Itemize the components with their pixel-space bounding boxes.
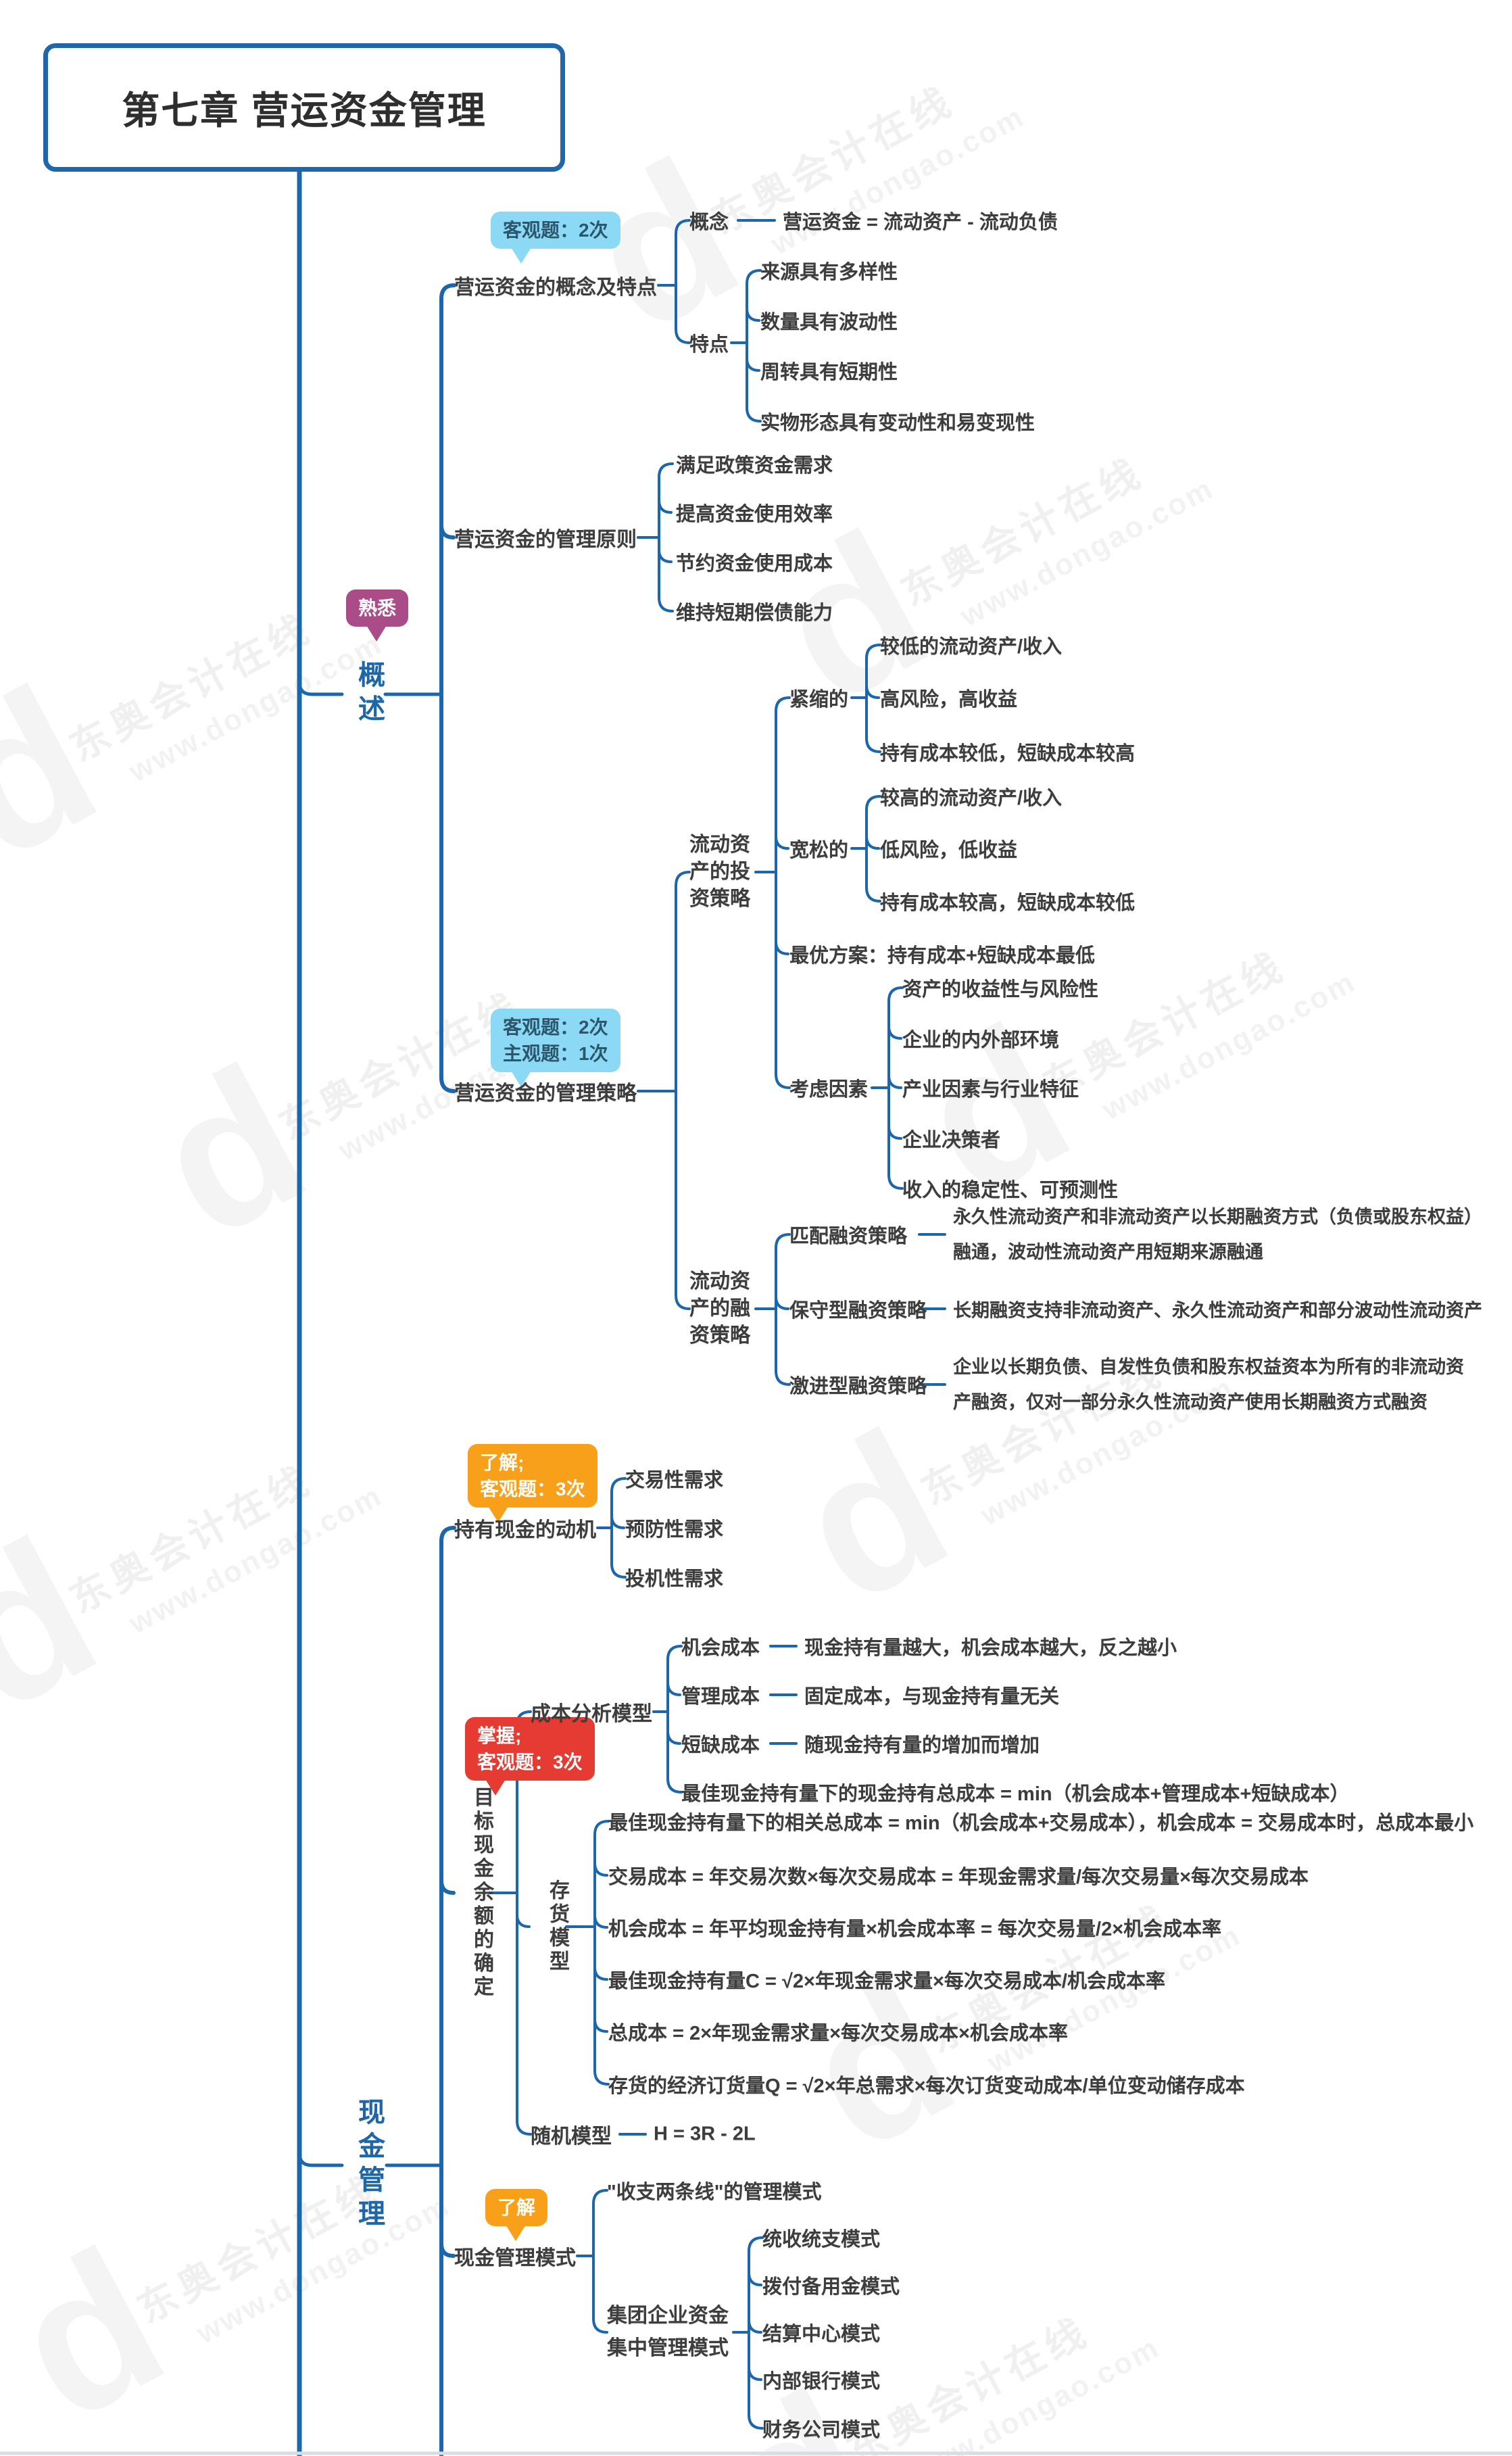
node-factor: 收入的稳定性、可预测性 — [902, 1180, 1119, 1201]
node-features-label: 特点 — [689, 334, 729, 356]
node-group-mode-item: 统收统支模式 — [762, 2229, 881, 2250]
node-group-mode-item: 拨付备用金模式 — [762, 2276, 900, 2298]
node-matching: 匹配融资策略 — [789, 1226, 908, 1247]
badge-target-stats: 掌握; 客观题：3次 — [465, 1717, 595, 1796]
node-group-mode: 集团企业资金集中管理模式 — [607, 2305, 729, 2359]
node-random-formula: H = 3R - 2L — [654, 2123, 756, 2145]
node-concept-topic: 营运资金的概念及特点 — [454, 276, 657, 299]
node-tight-item: 较低的流动资产/收入 — [880, 636, 1063, 658]
cash-connector — [297, 2151, 443, 2167]
node-motives: 持有现金的动机 — [454, 1519, 596, 1541]
node-concept-formula: 营运资金 = 流动资产 - 流动负债 — [783, 212, 1058, 233]
node-concept-label: 概念 — [689, 212, 729, 233]
node-random-model: 随机模型 — [531, 2125, 612, 2148]
node-feature: 实物形态具有变动性和易变现性 — [760, 412, 1035, 434]
node-principle: 提高资金使用效率 — [676, 504, 833, 525]
node-management-cost: 管理成本 — [681, 1686, 760, 1708]
node-aggressive: 激进型融资策略 — [789, 1376, 927, 1397]
node-conservative: 保守型融资策略 — [789, 1300, 927, 1322]
node-loose: 宽松的 — [789, 840, 849, 861]
section-cash: 现金管理 — [354, 2098, 384, 2233]
loose-branch — [850, 795, 881, 902]
node-inventory-formula: 总成本 = 2×年现金需求量×每次交易成本×机会成本率 — [608, 2023, 1068, 2044]
section-overview: 概述 — [354, 660, 384, 728]
badge-mode-level: 了解 — [485, 2189, 548, 2242]
node-aggressive-desc: 企业以长期负债、自发性负债和股东权益资本为所有的非流动资产融资，仅对一部分永久性… — [953, 1357, 1464, 1412]
tight-branch — [850, 644, 881, 753]
financing-branch — [754, 1233, 946, 1386]
node-motive: 投机性需求 — [625, 1568, 724, 1590]
node-matching-desc: 永久性流动资产和非流动资产以长期融资方式（负债或股东权益）融通，波动性流动资产用… — [953, 1207, 1482, 1262]
target-branch — [488, 1710, 532, 2136]
node-target-balance: 目标现金余额的确定 — [470, 1786, 493, 2000]
node-motive: 交易性需求 — [625, 1470, 724, 1491]
node-conservative-desc: 长期融资支持非流动资产、永久性流动资产和部分波动性流动资产 — [953, 1300, 1482, 1321]
node-tight-item: 持有成本较低，短缺成本较高 — [880, 743, 1136, 765]
node-factor: 企业的内外部环境 — [902, 1030, 1060, 1051]
node-principle: 满足政策资金需求 — [676, 455, 833, 477]
node-inventory-formula: 最佳现金持有量下的相关总成本 = min（机会成本+交易成本），机会成本 = 交… — [608, 1812, 1474, 1834]
node-factor: 产业因素与行业特征 — [902, 1079, 1079, 1101]
node-factor: 企业决策者 — [902, 1130, 1001, 1151]
badge-objective-2: 客观题：2次 — [491, 212, 620, 264]
investment-branch — [754, 696, 791, 1089]
node-inventory-model: 存货模型 — [546, 1879, 568, 1974]
node-shortage-cost: 短缺成本 — [681, 1735, 760, 1756]
node-group-mode-item: 财务公司模式 — [762, 2419, 881, 2441]
node-principle: 维持短期偿债能力 — [676, 602, 833, 624]
badge-familiar: 熟悉 — [346, 589, 409, 642]
cash-child-trunk — [439, 1526, 456, 2456]
node-two-line-mode: "收支两条线"的管理模式 — [607, 2182, 822, 2203]
node-factor: 资产的收益性与风险性 — [902, 979, 1099, 1001]
node-shortage-desc: 随现金持有量的增加而增加 — [804, 1735, 1040, 1756]
badge-strategy-stats: 客观题：2次 主观题：1次 — [491, 1009, 620, 1088]
node-financing-strategy: 流动资产的融资策略 — [689, 1270, 750, 1347]
node-loose-item: 低风险，低收益 — [880, 840, 1018, 861]
node-loose-item: 持有成本较高，短缺成本较低 — [880, 892, 1136, 914]
node-factors: 考虑因素 — [789, 1079, 869, 1101]
concept-branch — [657, 219, 776, 423]
node-opportunity-cost: 机会成本 — [681, 1637, 760, 1659]
chapter-title: 第七章 营运资金管理 — [122, 89, 487, 132]
chapter-title-box: 第七章 营运资金管理 — [43, 43, 565, 172]
node-inventory-formula: 交易成本 = 年交易次数×每次交易成本 = 年现金需求量/每次交易量×每次交易成… — [608, 1867, 1309, 1888]
node-cost-total-formula: 最佳现金持有量下的现金持有总成本 = min（机会成本+管理成本+短缺成本） — [681, 1783, 1350, 1805]
node-investment-strategy: 流动资产的投资策略 — [689, 834, 750, 910]
node-feature: 周转具有短期性 — [760, 362, 898, 383]
principles-branch — [637, 462, 674, 612]
node-tight-item: 高风险，高收益 — [880, 689, 1018, 711]
badge-motives-stats: 了解; 客观题：3次 — [468, 1444, 598, 1523]
node-strategy: 营运资金的管理策略 — [454, 1082, 637, 1105]
overview-connector — [297, 680, 443, 696]
node-inventory-formula: 机会成本 = 年平均现金持有量×机会成本率 = 每次交易量/2×机会成本率 — [608, 1919, 1222, 1940]
strategy-branch — [637, 871, 691, 1310]
node-tight: 紧缩的 — [789, 689, 849, 711]
node-cash-mode: 现金管理模式 — [454, 2247, 576, 2269]
node-opportunity-desc: 现金持有量越大，机会成本越大，反之越小 — [804, 1637, 1177, 1659]
node-group-mode-item: 结算中心模式 — [762, 2323, 881, 2345]
node-inventory-formula: 最佳现金持有量C = √2×年现金需求量×每次交易成本/机会成本率 — [608, 1971, 1165, 1992]
group-mode-branch — [732, 2236, 764, 2430]
mode-branch — [576, 2189, 608, 2334]
node-motive: 预防性需求 — [625, 1519, 724, 1541]
node-group-mode-item: 内部银行模式 — [762, 2371, 881, 2392]
node-feature: 数量具有波动性 — [760, 312, 898, 333]
cost-model-branch — [652, 1645, 798, 1793]
motives-branch — [596, 1477, 627, 1579]
node-cost-model: 成本分析模型 — [531, 1703, 652, 1725]
node-principles: 营运资金的管理原则 — [454, 529, 637, 551]
inventory-model-branch — [565, 1820, 610, 2086]
node-loose-item: 较高的流动资产/收入 — [880, 788, 1063, 809]
factors-branch — [871, 986, 904, 1190]
overview-child-trunk — [439, 283, 456, 1093]
node-feature: 来源具有多样性 — [760, 262, 898, 283]
node-optimal: 最优方案：持有成本+短缺成本最低 — [789, 945, 1095, 967]
node-management-desc: 固定成本，与现金持有量无关 — [804, 1686, 1060, 1708]
node-inventory-formula: 存货的经济订货量Q = √2×年总需求×每次订货变动成本/单位变动储存成本 — [608, 2075, 1245, 2097]
node-principle: 节约资金使用成本 — [676, 553, 833, 575]
